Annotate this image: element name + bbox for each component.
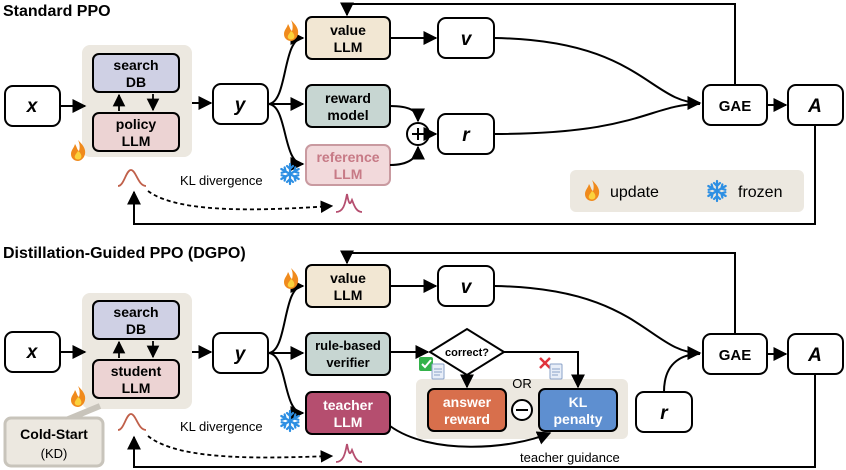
dgpo-value-line2: LLM [334, 287, 363, 303]
dgpo-search-db-box [92, 300, 180, 340]
standard-title: Standard PPO [3, 3, 111, 20]
dgpo-adv-label: A [807, 345, 822, 366]
dgpo-student-box [92, 359, 180, 399]
dgpo-answer-reward-line1: answer [443, 394, 492, 410]
dgpo-v-label: v [461, 277, 473, 298]
cold-start-line2: (KD) [41, 446, 68, 461]
dgpo-teacher-line1: teacher [323, 397, 373, 413]
cold-start-line1: Cold-Start [20, 426, 88, 442]
dgpo-student-line1: student [111, 363, 162, 379]
standard-reference-frozen-icon [280, 162, 300, 186]
dgpo-search-db-line2: DB [126, 321, 146, 337]
standard-kl-arrow [147, 190, 334, 214]
standard-kl-label: KL divergence [180, 173, 263, 188]
dgpo-kl-penalty-line1: KL [569, 394, 588, 410]
standard-gae-label: GAE [719, 98, 752, 115]
legend-update-label: update [610, 184, 659, 201]
dgpo-teacher-box [305, 391, 391, 435]
dgpo-r-label: r [660, 403, 669, 424]
dgpo-cross-icon [539, 357, 551, 369]
dgpo-title: Distillation-Guided PPO (DGPO) [3, 245, 246, 262]
standard-reference-line1: reference [316, 149, 379, 165]
standard-policy-line2: LLM [122, 133, 151, 149]
standard-output-label: y [234, 95, 247, 116]
standard-search-db-box [92, 53, 180, 93]
legend-frozen-label: frozen [738, 184, 782, 201]
dgpo-check-icon [419, 357, 433, 371]
standard-value-fire-icon [284, 20, 299, 41]
standard-v-label: v [461, 29, 473, 50]
dgpo-verifier-box [305, 332, 391, 376]
standard-search-db-line2: DB [126, 74, 146, 90]
dgpo-correct-label: correct? [445, 347, 489, 359]
dgpo-answer-reward-box [427, 388, 507, 432]
dgpo-output-label: y [234, 344, 247, 365]
standard-reference-distribution [335, 193, 363, 213]
standard-input-box [4, 85, 61, 127]
dgpo-kl-penalty-line2: penalty [553, 411, 602, 427]
standard-search-db-line1: search [113, 57, 158, 73]
standard-reference-line2: LLM [334, 166, 363, 182]
dgpo-teacher-frozen-icon [280, 409, 300, 433]
standard-r-label: r [462, 125, 471, 146]
standard-input-label: x [26, 96, 39, 117]
dgpo-teacher-distribution [335, 443, 363, 463]
dgpo-input-label: x [26, 342, 39, 363]
dgpo-input-box [4, 331, 61, 373]
dgpo-value-feedback [340, 250, 736, 334]
standard-value-line2: LLM [334, 39, 363, 55]
standard-policy-line1: policy [116, 116, 157, 132]
dgpo-teacher-line2: LLM [334, 414, 363, 430]
dgpo-answer-reward-line2: reward [444, 411, 490, 427]
dgpo-kl-arrow [147, 435, 334, 463]
legend-box [570, 170, 804, 212]
standard-policy-feedback [127, 125, 816, 225]
standard-adv-label: A [807, 96, 822, 117]
cold-start-box [3, 416, 105, 468]
standard-value-line1: value [330, 22, 366, 38]
standard-reward-line1: reward [325, 90, 371, 106]
dgpo-teacher-guidance-label: teacher guidance [520, 450, 620, 465]
standard-policy-box [92, 112, 180, 152]
dgpo-verifier-line2: verifier [326, 355, 369, 370]
dgpo-value-fire-icon [284, 268, 299, 289]
dgpo-kl-penalty-box [538, 388, 618, 432]
standard-reward-line2: model [327, 107, 368, 123]
dgpo-value-line1: value [330, 270, 366, 286]
standard-value-feedback [340, 2, 736, 85]
dgpo-kl-label: KL divergence [180, 419, 263, 434]
dgpo-gae-label: GAE [719, 347, 752, 364]
dgpo-or-label: OR [512, 376, 532, 391]
dgpo-student-line2: LLM [122, 380, 151, 396]
dgpo-student-feedback [127, 374, 816, 468]
dgpo-verifier-line1: rule-based [315, 338, 381, 353]
dgpo-student-distribution [117, 413, 147, 431]
dgpo-teacher-guidance-arrow [389, 425, 552, 448]
standard-policy-distribution [117, 169, 147, 187]
dgpo-search-db-line1: search [113, 304, 158, 320]
